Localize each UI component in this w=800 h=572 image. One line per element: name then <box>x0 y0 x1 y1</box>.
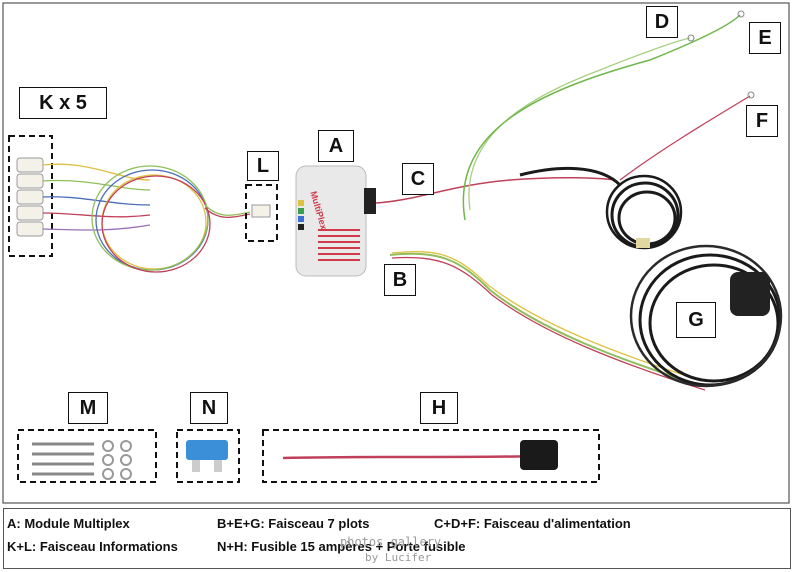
label-d: D <box>646 6 678 38</box>
legend-fuse: N+H: Fusible 15 ampères + Porte fusible <box>217 539 466 554</box>
label-h: H <box>420 392 458 424</box>
k-wires <box>42 163 251 273</box>
k-connectors <box>16 157 44 237</box>
label-l: L <box>247 151 279 181</box>
m-washers <box>102 440 132 480</box>
legend-seven-pin: B+E+G: Faisceau 7 plots <box>217 516 370 531</box>
fuse-holder-wire <box>282 454 541 460</box>
diagram-frame <box>2 2 790 504</box>
k-connectors-box <box>8 135 53 257</box>
power-harness <box>375 10 755 250</box>
label-n: N <box>190 392 228 424</box>
label-e: E <box>749 22 781 54</box>
label-a: A <box>318 130 354 162</box>
n-fuse-box <box>176 429 240 483</box>
fuse <box>186 440 228 460</box>
watermark-line-1: photos gallery <box>340 535 442 549</box>
l-connector-box <box>245 184 278 242</box>
h-fuse-holder-box <box>262 429 600 483</box>
seven-pin-harness <box>389 244 783 391</box>
label-k: K x 5 <box>19 87 107 119</box>
watermark-line-2: by Lucifer <box>365 551 432 564</box>
label-m: M <box>68 392 108 424</box>
label-c: C <box>402 163 434 195</box>
legend-info: K+L: Faisceau Informations <box>7 539 178 554</box>
m-screws-box <box>17 429 157 483</box>
legend-power: C+D+F: Faisceau d'alimentation <box>434 516 631 531</box>
m-screws <box>32 442 94 476</box>
multiplex-module <box>295 165 376 277</box>
label-g: G <box>676 302 716 338</box>
label-b: B <box>384 264 416 296</box>
l-connector <box>251 204 271 218</box>
label-f: F <box>746 105 778 137</box>
fuse-holder <box>520 440 558 470</box>
legend-module: A: Module Multiplex <box>7 516 130 531</box>
legend: A: Module Multiplex B+E+G: Faisceau 7 pl… <box>3 508 791 569</box>
